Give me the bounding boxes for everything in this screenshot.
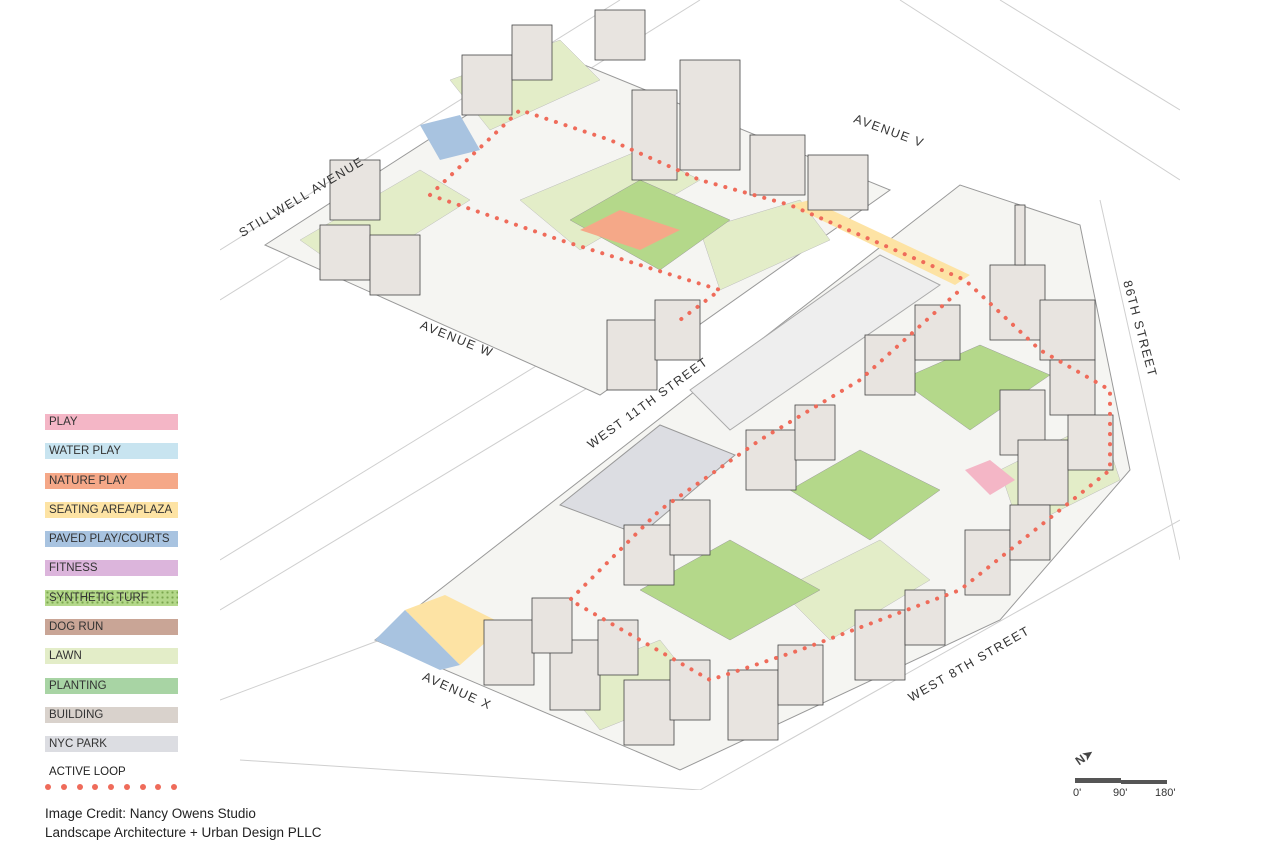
legend-planting: PLANTING [45, 677, 178, 694]
scale-tick: 0' [1073, 787, 1082, 799]
active-loop-dots-icon [45, 783, 177, 790]
seating-plaza [405, 595, 505, 665]
legend-nature-play: NATURE PLAY [45, 472, 178, 489]
legend-seating: SEATING AREA/PLAZA [45, 501, 178, 518]
legend-water-play: WATER PLAY [45, 443, 178, 460]
scale-tick: 180' [1155, 787, 1176, 799]
nature-play [580, 210, 680, 250]
legend-nyc-park: NYC PARK [45, 736, 178, 753]
image-credit: Image Credit: Nancy Owens Studio Landsca… [45, 804, 322, 842]
site-plan-map [220, 0, 1180, 790]
active-loop-path [428, 107, 1112, 683]
nyc-park [559, 424, 736, 536]
credit-line-1: Image Credit: Nancy Owens Studio [45, 806, 256, 821]
seating-strip [790, 200, 970, 285]
paved-courts [375, 610, 460, 670]
legend-dog-run: DOG RUN [45, 619, 178, 636]
north-arrow-icon: N➤ [1072, 745, 1097, 769]
parking-lot [689, 254, 941, 431]
play-area [965, 460, 1015, 495]
legend-play: PLAY [45, 414, 178, 430]
scale-bar: N➤ 0' 90' 180' [1073, 746, 1183, 800]
legend-active-loop: ACTIVE LOOP [49, 765, 126, 778]
legend-paved-play: PAVED PLAY/COURTS [45, 531, 178, 548]
legend-lawn: LAWN [45, 648, 178, 665]
legend-fitness: FITNESS [45, 560, 178, 577]
scale-tick: 90' [1113, 787, 1128, 799]
legend-building: BUILDING [45, 706, 178, 723]
legend-synthetic-turf: SYNTHETIC TURF [45, 589, 178, 606]
paved-courts-2 [420, 115, 480, 160]
legend: PLAY WATER PLAY NATURE PLAY SEATING AREA… [45, 414, 178, 790]
credit-line-2: Landscape Architecture + Urban Design PL… [45, 825, 322, 840]
